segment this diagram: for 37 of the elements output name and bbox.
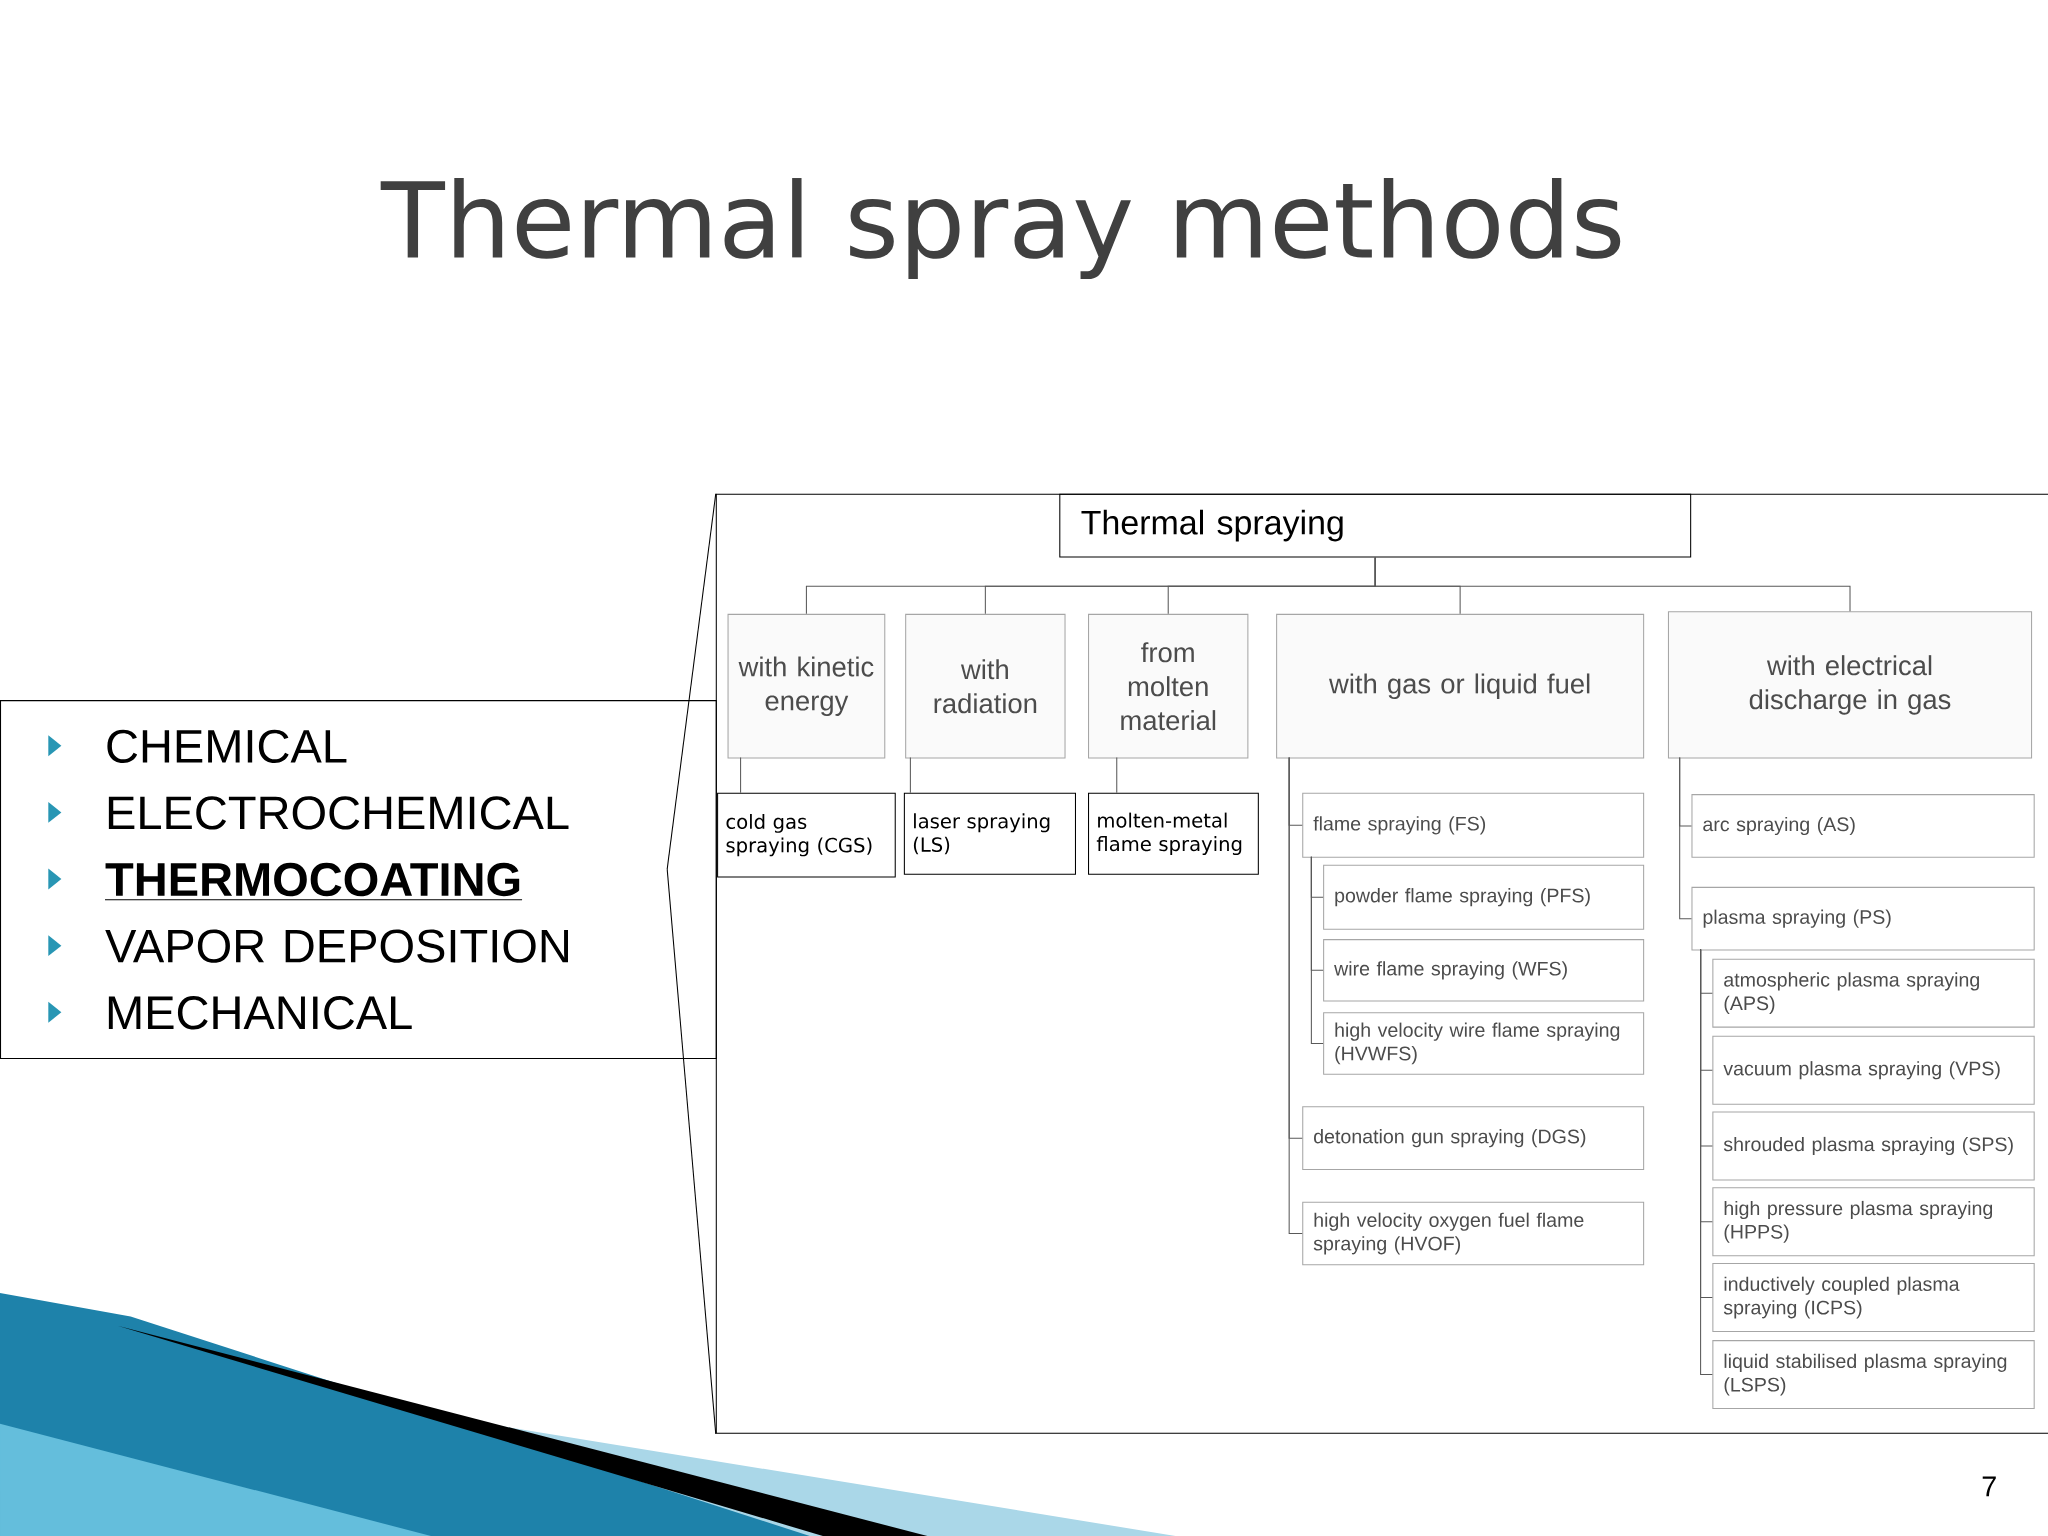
zoom-line — [666, 868, 717, 1435]
connector-line — [1310, 856, 1324, 1044]
zoom-line — [666, 493, 717, 870]
connector-line — [1116, 757, 1118, 794]
list-box: CHEMICAL ELECTROCHEMICAL THERMOCOATING VAPOR DEPOSITION MECHANICAL — [0, 700, 717, 1059]
method-box: powder flame spraying (PFS) — [1323, 864, 1645, 930]
method-box: vacuum plasma spraying (VPS) — [1712, 1035, 2035, 1105]
category-box: with radiation — [905, 613, 1066, 759]
slide-title: Thermal spray methods — [380, 178, 1621, 280]
method-box: high pressure plasma spraying (HPPS) — [1712, 1187, 2035, 1257]
connector-line — [1700, 949, 1713, 1376]
connector-line — [909, 757, 911, 794]
method-box: wire flame spraying (WFS) — [1323, 939, 1645, 1002]
method-box: high velocity wire flame spraying (HVWFS) — [1323, 1012, 1645, 1075]
method-box: shrouded plasma spraying (SPS) — [1712, 1111, 2035, 1181]
method-box: atmospheric plasma spraying (APS) — [1712, 958, 2035, 1028]
category-box: with kinetic energy — [727, 613, 886, 759]
connector-line — [1374, 556, 1851, 612]
method-box: plasma spraying (PS) — [1691, 886, 2035, 951]
connector-line — [1288, 757, 1303, 1234]
diagram-frame — [715, 493, 2048, 1434]
method-box: high velocity oxygen fuel flame spraying (HVOF) — [1302, 1201, 1645, 1266]
method-box: laser spraying (LS) — [903, 792, 1076, 875]
category-box: from molten material — [1088, 613, 1249, 759]
method-box: cold gas spraying (CGS) — [717, 792, 896, 878]
connector-line — [740, 757, 742, 794]
method-box: molten-metal flame spraying — [1088, 792, 1259, 875]
connector-line — [1679, 757, 1692, 920]
method-box: inductively coupled plasma spraying (ICPS) — [1712, 1263, 2035, 1332]
category-box: with electrical discharge in gas — [1667, 611, 2033, 759]
title-box: Thermal spraying — [1059, 493, 1692, 558]
method-box: liquid stabilised plasma spraying (LSPS) — [1712, 1340, 2035, 1410]
category-box: with gas or liquid fuel — [1276, 613, 1645, 759]
method-box: flame spraying (FS) — [1302, 792, 1645, 858]
page-number: 7 — [1982, 1476, 1996, 1497]
method-box: detonation gun spraying (DGS) — [1302, 1106, 1645, 1171]
method-box: arc spraying (AS) — [1691, 794, 2035, 858]
